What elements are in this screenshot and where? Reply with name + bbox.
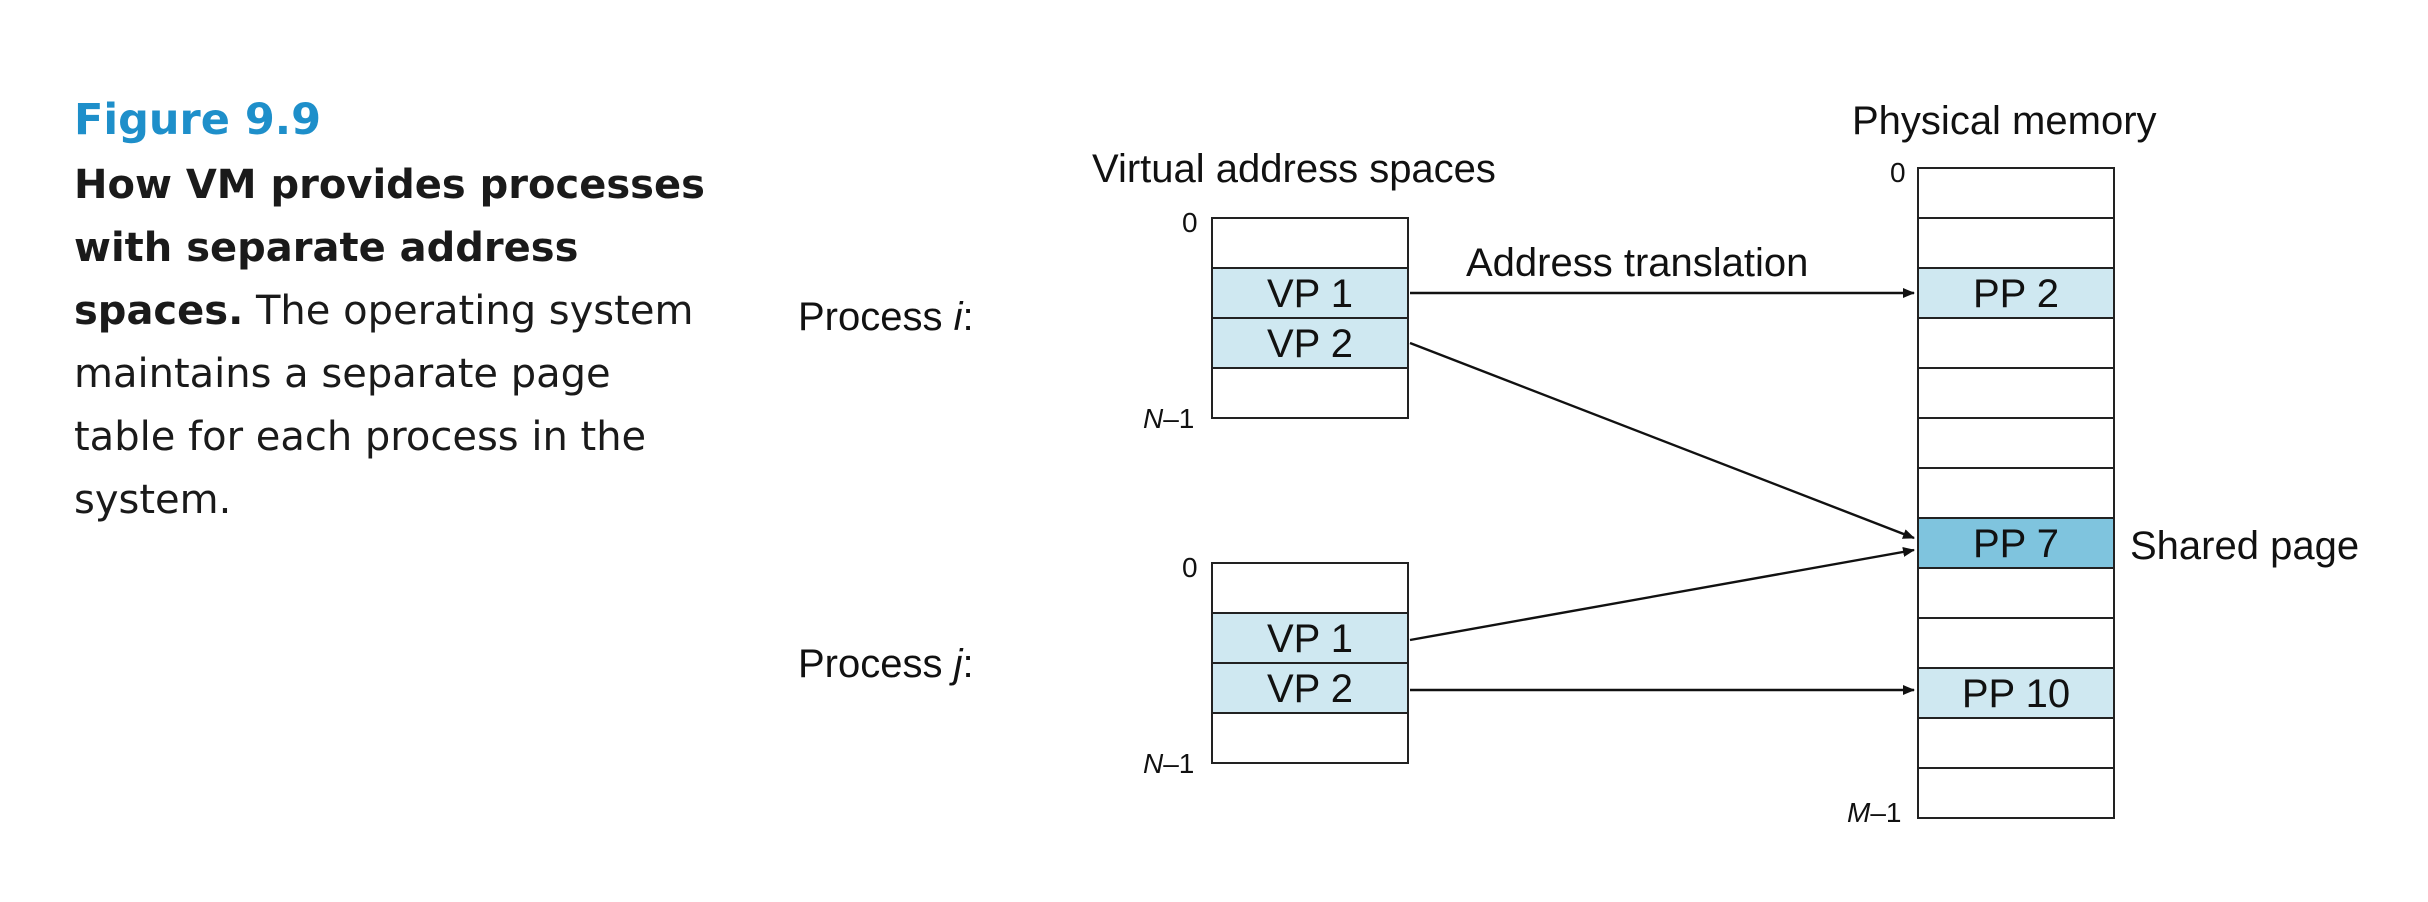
physical-memory-pages: PP 2 PP 7 PP 10 <box>1917 167 2115 819</box>
physical-page-cell <box>1917 467 2115 519</box>
process-i-page-cell <box>1211 217 1409 269</box>
physical-page-cell <box>1917 717 2115 769</box>
process-i-label-var: i <box>954 295 964 339</box>
shared-page-label: Shared page <box>2130 524 2359 568</box>
process-i-page-label: VP 2 <box>1267 322 1353 366</box>
process-j-page-cell <box>1211 662 1409 714</box>
physical-end-index-suffix: –1 <box>1870 797 1901 828</box>
process-j-label-suffix: : <box>963 642 974 686</box>
process-j-page-cell <box>1211 712 1409 764</box>
process-j-virtual-address-space: VP 1 VP 2 <box>1211 562 1409 764</box>
physical-end-index-var: M <box>1847 797 1871 828</box>
process-i-label-prefix: Process <box>798 295 954 339</box>
physical-start-index: 0 <box>1890 157 1906 188</box>
process-i-end-index: N–1 <box>1143 403 1194 434</box>
physical-page-cell <box>1917 167 2115 219</box>
process-i-start-index: 0 <box>1182 207 1198 238</box>
caption-text: The operating system maintains a separat… <box>74 288 694 523</box>
physical-page-cell <box>1917 767 2115 819</box>
physical-page-cell <box>1917 517 2115 569</box>
process-j-page-label: VP 1 <box>1267 617 1353 661</box>
caption-title: How VM provides processes with separate … <box>74 162 705 334</box>
virtual-address-spaces-heading: Virtual address spaces <box>1092 147 1496 191</box>
process-j-label-prefix: Process <box>798 642 954 686</box>
physical-page-label: PP 2 <box>1973 272 2059 316</box>
process-i-page-cell <box>1211 317 1409 369</box>
arrow-j-vp1-to-pp7 <box>1409 547 1915 642</box>
process-j-label: Process j: <box>798 642 974 686</box>
process-j-end-index: N–1 <box>1143 748 1194 779</box>
physical-page-cell <box>1917 217 2115 269</box>
physical-page-label: PP 10 <box>1962 672 2070 716</box>
physical-page-cell <box>1917 267 2115 319</box>
physical-page-cell <box>1917 367 2115 419</box>
physical-end-index: M–1 <box>1847 797 1901 828</box>
process-i-virtual-address-space: VP 1 VP 2 <box>1211 217 1409 419</box>
process-i-page-label: VP 1 <box>1267 272 1353 316</box>
process-j-end-index-suffix: –1 <box>1163 748 1194 779</box>
process-i-end-index-suffix: –1 <box>1163 403 1194 434</box>
physical-memory-heading: Physical memory <box>1852 99 2157 143</box>
arrow-i-vp2-to-pp7 <box>1409 341 1915 540</box>
process-i-page-cell <box>1211 367 1409 419</box>
process-j-start-index: 0 <box>1182 552 1198 583</box>
physical-page-cell <box>1917 617 2115 669</box>
process-i-end-index-var: N <box>1143 403 1164 434</box>
process-j-page-cell <box>1211 562 1409 614</box>
process-i-label-suffix: : <box>963 295 974 339</box>
figure-caption: Figure 9.9 How VM provides processes wit… <box>74 90 714 532</box>
physical-page-cell <box>1917 317 2115 369</box>
process-j-end-index-var: N <box>1143 748 1164 779</box>
address-translation-label: Address translation <box>1466 241 1808 285</box>
physical-page-cell <box>1917 567 2115 619</box>
physical-page-cell <box>1917 417 2115 469</box>
process-i-label: Process i: <box>798 295 974 339</box>
figure-number: Figure 9.9 <box>74 95 322 145</box>
physical-page-label: PP 7 <box>1973 522 2059 566</box>
process-j-page-label: VP 2 <box>1267 667 1353 711</box>
caption-body: How VM provides processes with separate … <box>74 154 714 532</box>
